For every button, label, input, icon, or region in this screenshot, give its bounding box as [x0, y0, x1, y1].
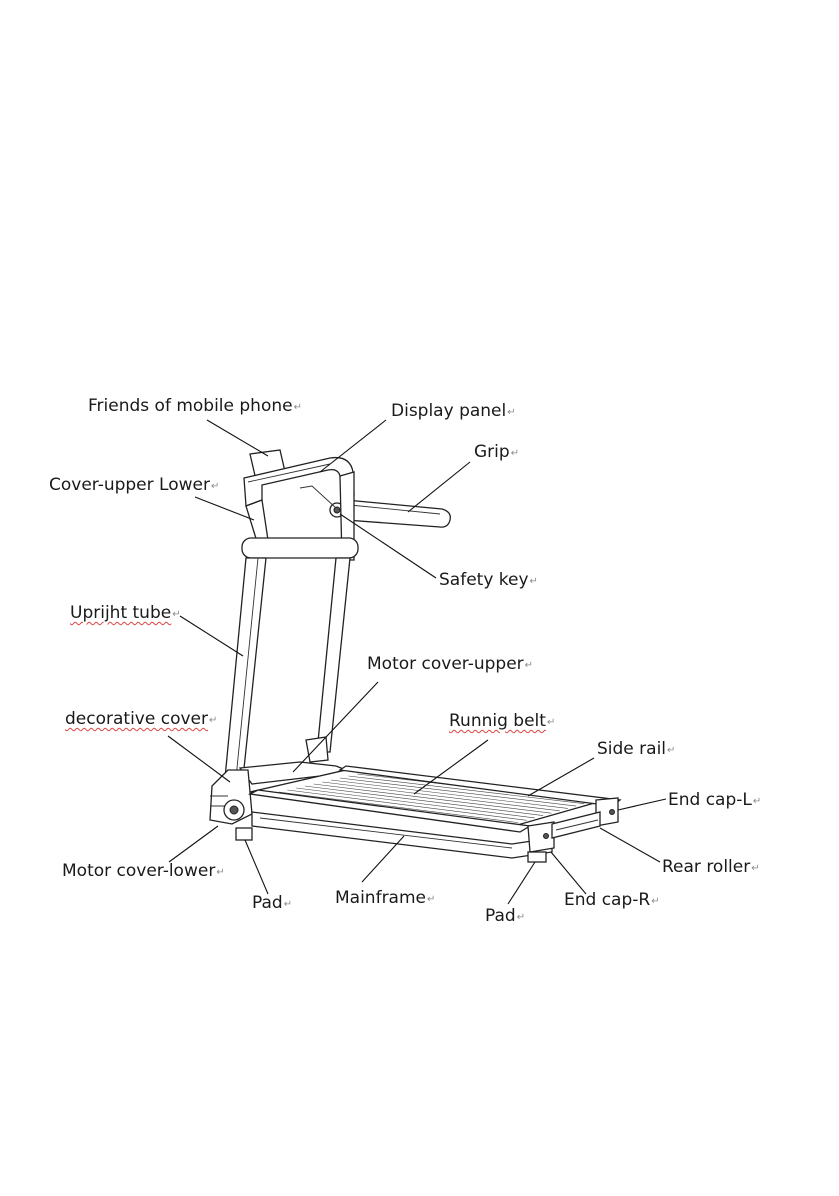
- motor-housing-part: [210, 770, 252, 824]
- label-motor-cover-upper: Motor cover-upper↵: [367, 654, 533, 676]
- safety-key-part: [300, 486, 344, 517]
- label-rear-roller: Rear roller↵: [662, 857, 760, 879]
- label-display-panel: Display panel↵: [391, 401, 516, 423]
- label-upright-tube: Uprijht tube↵: [70, 603, 181, 625]
- label-end-cap-l: End cap-L↵: [668, 790, 761, 812]
- label-safety-key: Safety key↵: [439, 570, 538, 592]
- upright-tube-right-part: [317, 558, 350, 752]
- upright-tube-left-part: [225, 558, 266, 778]
- label-grip: Grip↵: [474, 442, 519, 464]
- label-pad-front: Pad↵: [252, 893, 292, 915]
- label-mainframe: Mainframe↵: [335, 888, 435, 910]
- label-phone-holder: Friends of mobile phone↵: [88, 396, 302, 418]
- label-running-belt: Runnig belt↵: [449, 711, 555, 733]
- cross-bar-part: [242, 538, 358, 558]
- label-end-cap-r: End cap-R↵: [564, 890, 660, 912]
- label-cover-upper-lower: Cover-upper Lower↵: [49, 475, 219, 497]
- grip-part: [346, 500, 450, 527]
- rear-roller-part: [552, 812, 600, 838]
- label-motor-cover-lower: Motor cover-lower↵: [62, 861, 225, 883]
- label-side-rail: Side rail↵: [597, 739, 675, 761]
- label-pad-rear: Pad↵: [485, 906, 525, 928]
- label-decorative-cover: decorative cover↵: [65, 709, 217, 731]
